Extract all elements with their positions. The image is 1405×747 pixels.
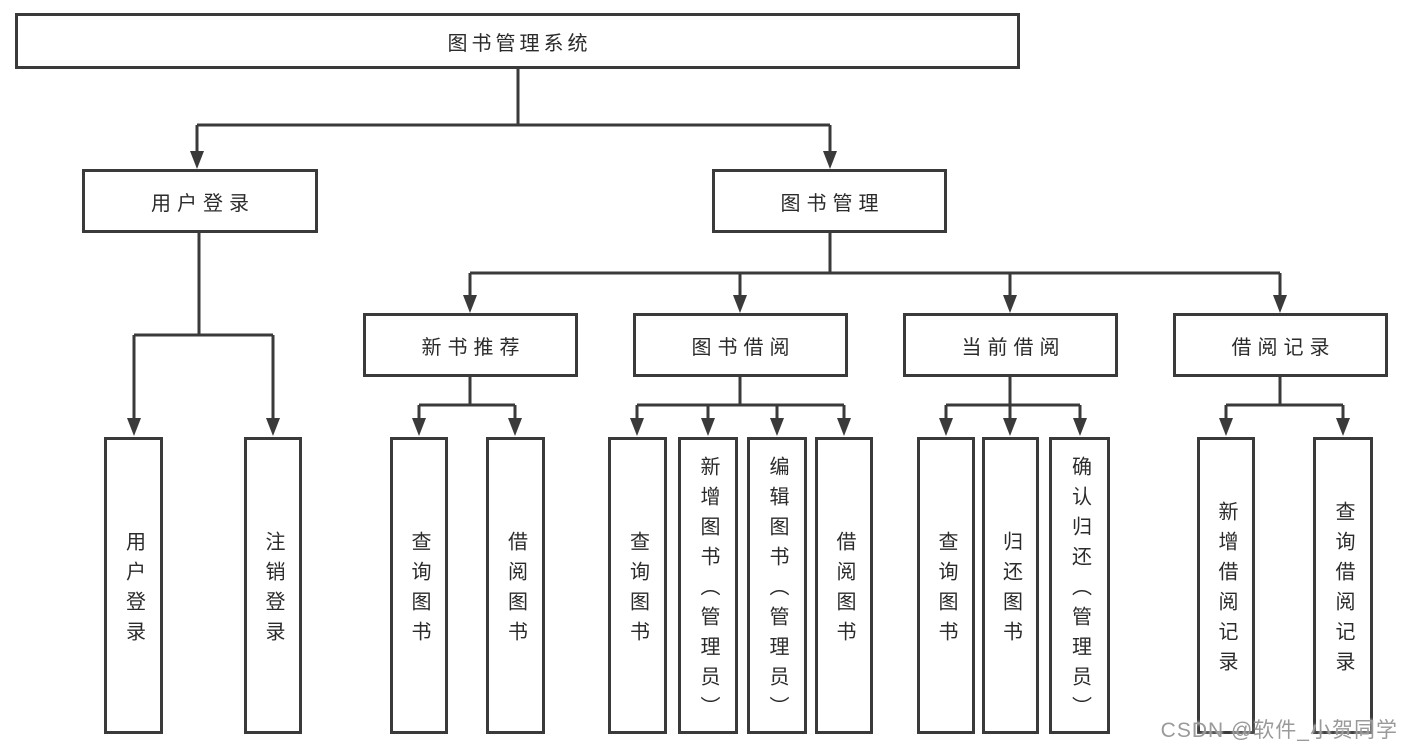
arrowhead-down-icon	[1003, 295, 1017, 313]
arrowhead-down-icon	[1273, 295, 1287, 313]
arrowhead-down-icon	[939, 418, 953, 436]
node-edit-book-admin: 编辑图书（管理员）	[747, 437, 807, 734]
arrowhead-down-icon	[837, 418, 851, 436]
node-label: 新增借阅记录	[1215, 500, 1237, 681]
node-return-books: 归还图书	[982, 437, 1039, 734]
node-borrowing-records: 借阅记录	[1173, 313, 1388, 377]
node-label: 用户登录	[122, 530, 145, 651]
arrowhead-down-icon	[770, 418, 784, 436]
node-login: 用户登录	[104, 437, 163, 734]
arrowhead-down-icon	[127, 418, 141, 436]
node-label: 查询借阅记录	[1332, 500, 1354, 681]
node-new-book-recommendation: 新书推荐	[363, 313, 578, 377]
node-borrow-books: 借阅图书	[815, 437, 873, 734]
node-query-books-recommend: 查询图书	[390, 437, 448, 734]
arrowhead-down-icon	[1219, 418, 1233, 436]
arrowhead-down-icon	[190, 151, 204, 169]
node-label: 确认归还（管理员）	[1068, 455, 1091, 726]
node-label: 借阅记录	[1231, 336, 1336, 359]
arrowhead-down-icon	[463, 295, 477, 313]
node-label: 新书推荐	[421, 336, 526, 359]
arrowhead-down-icon	[1073, 418, 1087, 436]
node-user-login: 用户登录	[82, 169, 318, 233]
node-library-management-system: 图书管理系统	[15, 13, 1020, 69]
watermark: CSDN @软件_小贺同学	[1160, 719, 1398, 742]
node-logout: 注销登录	[244, 437, 302, 734]
node-label: 图书借阅	[691, 336, 796, 359]
arrowhead-down-icon	[630, 418, 644, 436]
node-label: 图书管理系统	[447, 32, 592, 55]
node-add-book-admin: 新增图书（管理员）	[678, 437, 738, 734]
node-label: 编辑图书（管理员）	[766, 455, 788, 726]
node-label: 借阅图书	[504, 530, 527, 651]
node-label: 用户登录	[151, 192, 255, 215]
node-book-management: 图书管理	[712, 169, 947, 233]
node-label: 当前借阅	[961, 336, 1066, 359]
node-label: 查询图书	[408, 530, 430, 651]
node-book-borrowing: 图书借阅	[633, 313, 848, 377]
node-label: 注销登录	[262, 530, 284, 651]
connector-path	[132, 69, 1345, 419]
node-query-books-current: 查询图书	[917, 437, 975, 734]
node-label: 归还图书	[999, 530, 1022, 651]
node-add-borrow-record: 新增借阅记录	[1197, 437, 1255, 734]
arrowhead-down-icon	[701, 418, 715, 436]
node-label: 借阅图书	[833, 530, 855, 651]
arrowhead-down-icon	[1336, 418, 1350, 436]
arrowhead-down-icon	[823, 151, 837, 169]
arrowhead-down-icon	[412, 418, 426, 436]
node-current-borrowing: 当前借阅	[903, 313, 1118, 377]
node-label: 查询图书	[626, 530, 649, 651]
node-label: 新增图书（管理员）	[697, 455, 719, 726]
node-label: 查询图书	[935, 530, 957, 651]
arrowhead-down-icon	[266, 418, 280, 436]
node-confirm-return-admin: 确认归还（管理员）	[1049, 437, 1110, 734]
node-borrow-books-recommend: 借阅图书	[486, 437, 545, 734]
arrowhead-down-icon	[1003, 418, 1017, 436]
node-query-borrow-record: 查询借阅记录	[1313, 437, 1373, 734]
node-query-books-borrowing: 查询图书	[608, 437, 667, 734]
arrowhead-down-icon	[508, 418, 522, 436]
arrowhead-down-icon	[733, 295, 747, 313]
node-label: 图书管理	[780, 192, 885, 215]
